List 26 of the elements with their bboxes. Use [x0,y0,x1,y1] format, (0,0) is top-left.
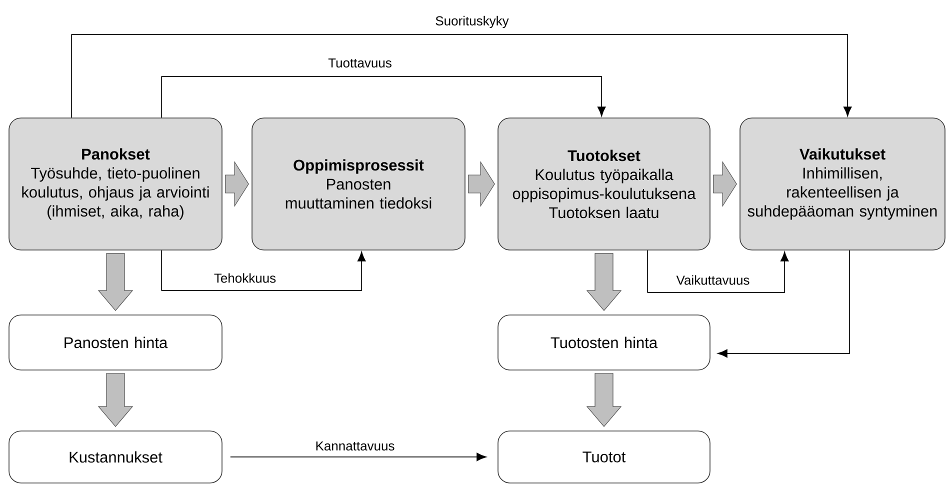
arrow [161,76,606,118]
rounded-box: Tuotot [498,430,710,484]
block-arrow [225,160,249,208]
edge-label: Kannattavuus [314,440,396,452]
arrow [647,250,789,293]
rounded-box: Tuotosten hinta [498,314,710,370]
block-arrow [586,253,622,312]
block-arrow [586,373,622,428]
arrow [71,34,852,118]
block-arrow [98,253,134,312]
process-box: Panokset Työsuhde, tieto-puolinen koulutus, ohjaus ja arviointi (ihmiset, aika, raha) [8,118,222,250]
rounded-box: Kustannukset [8,430,222,484]
arrow [161,250,366,291]
arrow [718,250,850,358]
block-arrow [468,160,495,208]
edge-label: Tehokkuus [212,272,278,284]
block-arrow [98,373,134,428]
block-arrow [713,160,737,208]
edge-label: Tuottavuus [326,56,394,70]
process-box: Tuotokset Koulutus työpaikalla oppisopimus-koulutuksena Tuotoksen laatu [498,118,710,250]
arrow [230,452,486,462]
process-box: Vaikutukset Inhimillisen, rakenteellisen ja suhdepääoman syntyminen [740,118,946,250]
rounded-box: Panosten hinta [8,314,222,370]
edge-label: Suorituskyky [434,14,510,30]
edge-label: Vaikuttavuus [674,274,752,286]
process-box: Oppimisprosessit Panosten muuttaminen tiedoksi [252,118,466,250]
